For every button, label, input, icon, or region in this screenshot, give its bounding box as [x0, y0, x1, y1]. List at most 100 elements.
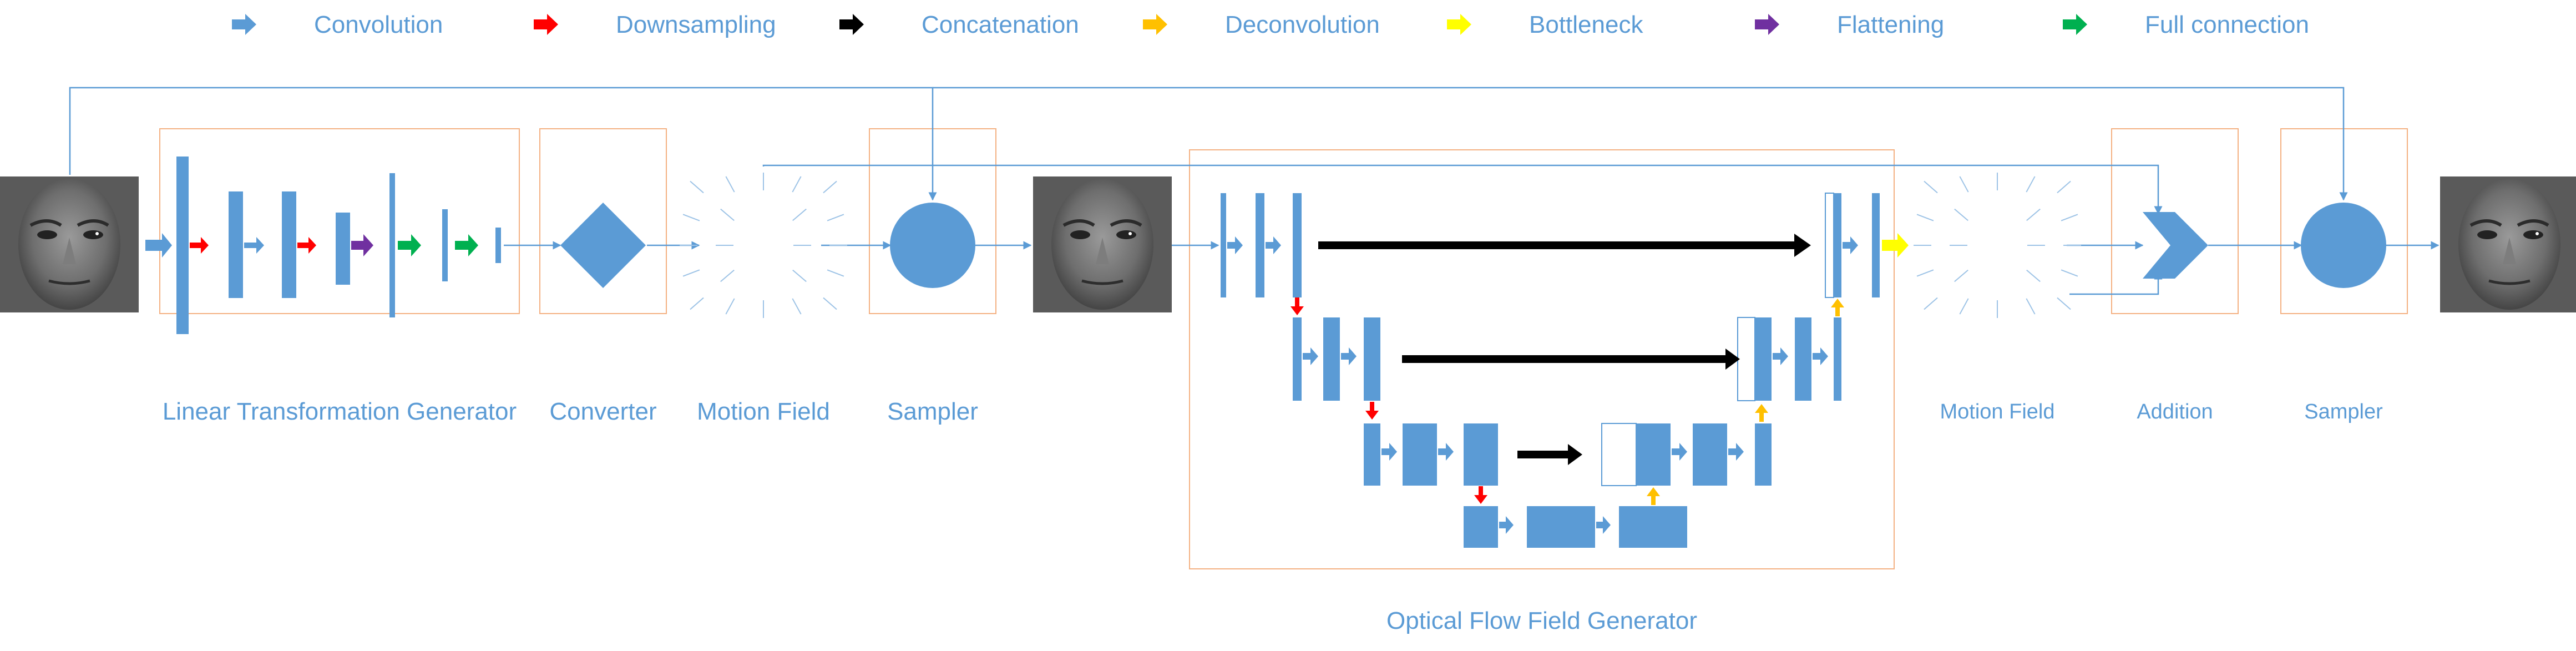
motion-vector [2061, 269, 2078, 277]
concatenation-arrow-icon [1517, 444, 1582, 465]
motion-vector [725, 298, 735, 315]
motion-vector [682, 214, 700, 221]
motion-vector [792, 298, 802, 315]
ltg-layer-6 [442, 209, 448, 281]
legend-label: Concatenation [922, 11, 1079, 38]
downsampling-arrow-icon [1365, 402, 1379, 420]
legend-label: Full connection [2145, 11, 2309, 38]
face-mouth [1081, 279, 1123, 285]
unet-dec3-a [1636, 423, 1671, 486]
motion-vector [725, 176, 735, 193]
unet-dec2-c [1834, 317, 1841, 401]
motion-vector [827, 214, 844, 221]
unet-enc2-c [1364, 317, 1380, 401]
ltg-layer-1 [176, 157, 189, 334]
face-mouth [48, 279, 90, 285]
unet-deconvolution-arrows [1647, 299, 1844, 505]
deconvolution-arrow-icon [1755, 404, 1768, 422]
motion-vector [2057, 297, 2071, 310]
downsampling-arrow-icon [1290, 297, 1304, 315]
motion-vector [792, 269, 807, 282]
face-eye-left [37, 230, 57, 239]
motion-vector [1924, 180, 1938, 194]
bottleneck-arrow-icon [1447, 14, 1471, 35]
convolution-arrow-icon [1303, 347, 1318, 365]
convolution-arrow-icon [1843, 236, 1858, 254]
convolution-arrow-icon [1596, 516, 1611, 534]
motion-vector [1916, 269, 1934, 277]
face-eye-highlight [95, 232, 99, 235]
motion-vector [1959, 176, 1969, 193]
downsampling-arrow-icon [534, 14, 558, 35]
ltg-layer-5 [389, 173, 395, 317]
unet-dec3-c [1755, 423, 1772, 486]
convolution-arrow-icon [145, 233, 172, 258]
motion-vector [1954, 269, 1968, 282]
convolution-arrow-icon [1227, 236, 1243, 254]
motion-vector [2061, 214, 2078, 221]
converter-box [539, 128, 667, 314]
motion-vector [690, 297, 704, 310]
unet-downsampling-arrows [1290, 297, 1487, 504]
section-boxes [159, 128, 2408, 569]
unet-dec3-concat-box [1601, 423, 1637, 486]
motion-vector [827, 269, 844, 277]
warped-face-image [1033, 176, 1172, 312]
unet-bottom-c [1619, 506, 1687, 548]
unet-dec1-b [1872, 193, 1880, 297]
legend-label: Bottleneck [1529, 11, 1643, 38]
motion-vector [690, 180, 704, 194]
face-eye-left [1070, 230, 1090, 239]
concatenation-arrow-icon [839, 14, 864, 35]
unet-enc3-b [1403, 423, 1437, 486]
unet-bottom-a [1464, 506, 1498, 548]
full-connection-arrow-icon [398, 234, 421, 256]
face-eye-left [2477, 230, 2497, 239]
unet-dec2-a [1755, 317, 1772, 401]
label-linear-transformation-generator: Linear Transformation Generator [163, 398, 517, 425]
face-nose [2503, 238, 2516, 264]
motion-vector [1924, 297, 1938, 310]
offg-box [1189, 149, 1895, 569]
face-mouth [2488, 279, 2531, 285]
deconvolution-arrow-icon [1647, 487, 1660, 505]
face-nose [63, 238, 76, 264]
motion-vector [682, 269, 700, 277]
motion-vector [2057, 180, 2071, 194]
skip-line-motion-to-addition [762, 164, 2163, 215]
ltg-layer-7 [495, 228, 501, 263]
convolution-arrow-icon [1672, 443, 1687, 461]
skip-line-input-to-sampler [69, 87, 937, 201]
flattening-arrow-icon [351, 234, 373, 256]
unet-dec1-concat-box [1825, 193, 1834, 298]
motion-vector [720, 208, 735, 221]
ltg-layer-2 [229, 191, 243, 298]
downsampling-arrow-icon [190, 237, 209, 254]
ltg-layers [145, 157, 501, 334]
face-eye-highlight [1128, 232, 1132, 235]
motion-vector [792, 208, 807, 221]
unet-dec3-b [1693, 423, 1727, 486]
label-sampler-1: Sampler [887, 398, 978, 425]
face-brow-right [1110, 219, 1142, 227]
convolution-arrow-icon [244, 237, 264, 254]
face-eye-right [2523, 230, 2543, 239]
label-sampler-2: Sampler [2304, 400, 2383, 423]
motion-vector [1916, 214, 1934, 221]
label-motion-field-2: Motion Field [1940, 400, 2055, 423]
unet-enc3-a [1364, 423, 1380, 486]
unet-dec2-b [1795, 317, 1811, 401]
unet-dec1-a [1834, 193, 1841, 297]
ltg-layer-4 [336, 213, 350, 285]
unet-dec2-concat-box [1737, 317, 1755, 401]
motion-vector [792, 176, 802, 193]
convolution-arrow-icon [1728, 443, 1744, 461]
motion-vector [1959, 298, 1969, 315]
label-addition: Addition [2137, 400, 2213, 423]
unet-enc1-b [1256, 193, 1264, 297]
flattening-arrow-icon [1755, 14, 1779, 35]
section-labels: Linear Transformation Generator Converte… [163, 398, 2383, 634]
label-optical-flow-field-generator: Optical Flow Field Generator [1386, 607, 1697, 634]
full-connection-arrow-icon [2063, 14, 2087, 35]
face-brow-right [2517, 219, 2549, 227]
